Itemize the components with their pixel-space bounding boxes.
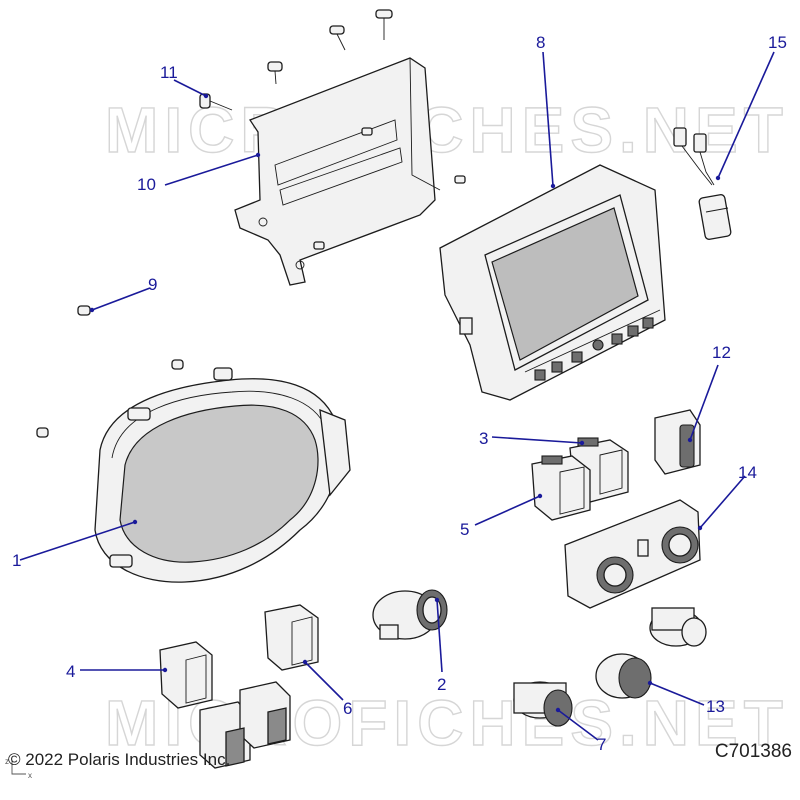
part-10-mounting-bracket[interactable] bbox=[234, 57, 441, 286]
callout-15[interactable]: 15 bbox=[768, 33, 787, 52]
callout-4[interactable]: 4 bbox=[66, 662, 75, 681]
part-1-instrument-cluster[interactable] bbox=[94, 367, 351, 583]
copyright-notice: © 2022 Polaris Industries Inc. bbox=[8, 750, 231, 769]
part-9-fastener[interactable] bbox=[77, 305, 91, 316]
screw-icon bbox=[454, 175, 466, 184]
callout-2[interactable]: 2 bbox=[437, 675, 446, 694]
axis-orientation-icon: z x bbox=[5, 757, 32, 780]
screw-icon bbox=[375, 9, 393, 40]
part-7-power-outlet[interactable] bbox=[513, 681, 573, 727]
part-13-usb-outlet[interactable] bbox=[595, 653, 652, 699]
part-6-switch[interactable] bbox=[264, 604, 319, 671]
leader-lines bbox=[19, 51, 775, 741]
callout-14[interactable]: 14 bbox=[738, 463, 757, 482]
diagram-code: C701386 bbox=[714, 741, 792, 762]
callout-5[interactable]: 5 bbox=[460, 520, 469, 539]
part-15-harness[interactable] bbox=[673, 127, 732, 240]
screw-group-bracket[interactable] bbox=[267, 9, 466, 250]
switch-cover-group[interactable] bbox=[199, 681, 291, 769]
callout-7[interactable]: 7 bbox=[597, 735, 606, 754]
part-14-control-panel[interactable] bbox=[564, 499, 701, 609]
callout-9[interactable]: 9 bbox=[148, 275, 157, 294]
callout-3[interactable]: 3 bbox=[479, 429, 488, 448]
svg-text:x: x bbox=[28, 771, 32, 780]
screw-icon bbox=[329, 25, 346, 51]
part-5-switch[interactable] bbox=[531, 455, 591, 521]
svg-text:z: z bbox=[5, 757, 9, 766]
fastener-group-gauge[interactable] bbox=[36, 359, 184, 438]
callout-11[interactable]: 11 bbox=[160, 63, 178, 82]
callout-6[interactable]: 6 bbox=[343, 699, 352, 718]
part-4-switch[interactable] bbox=[159, 641, 213, 709]
screw-icon bbox=[267, 61, 283, 85]
screw-icon bbox=[361, 127, 373, 136]
callout-10[interactable]: 10 bbox=[137, 175, 156, 194]
callout-12[interactable]: 12 bbox=[712, 343, 731, 362]
part-12-switch[interactable] bbox=[654, 409, 701, 475]
callout-8[interactable]: 8 bbox=[536, 33, 545, 52]
part-2-key-switch[interactable] bbox=[372, 589, 448, 640]
watermark-top: MICROFICHES.NET bbox=[105, 94, 789, 166]
callout-labels: 1 2 3 4 5 6 7 8 9 10 11 12 13 14 15 bbox=[12, 33, 787, 754]
callout-13[interactable]: 13 bbox=[706, 697, 725, 716]
spare-outlet[interactable] bbox=[649, 607, 707, 647]
screw-icon bbox=[313, 241, 325, 250]
part-8-display-unit[interactable] bbox=[439, 164, 666, 401]
callout-1[interactable]: 1 bbox=[12, 551, 21, 570]
